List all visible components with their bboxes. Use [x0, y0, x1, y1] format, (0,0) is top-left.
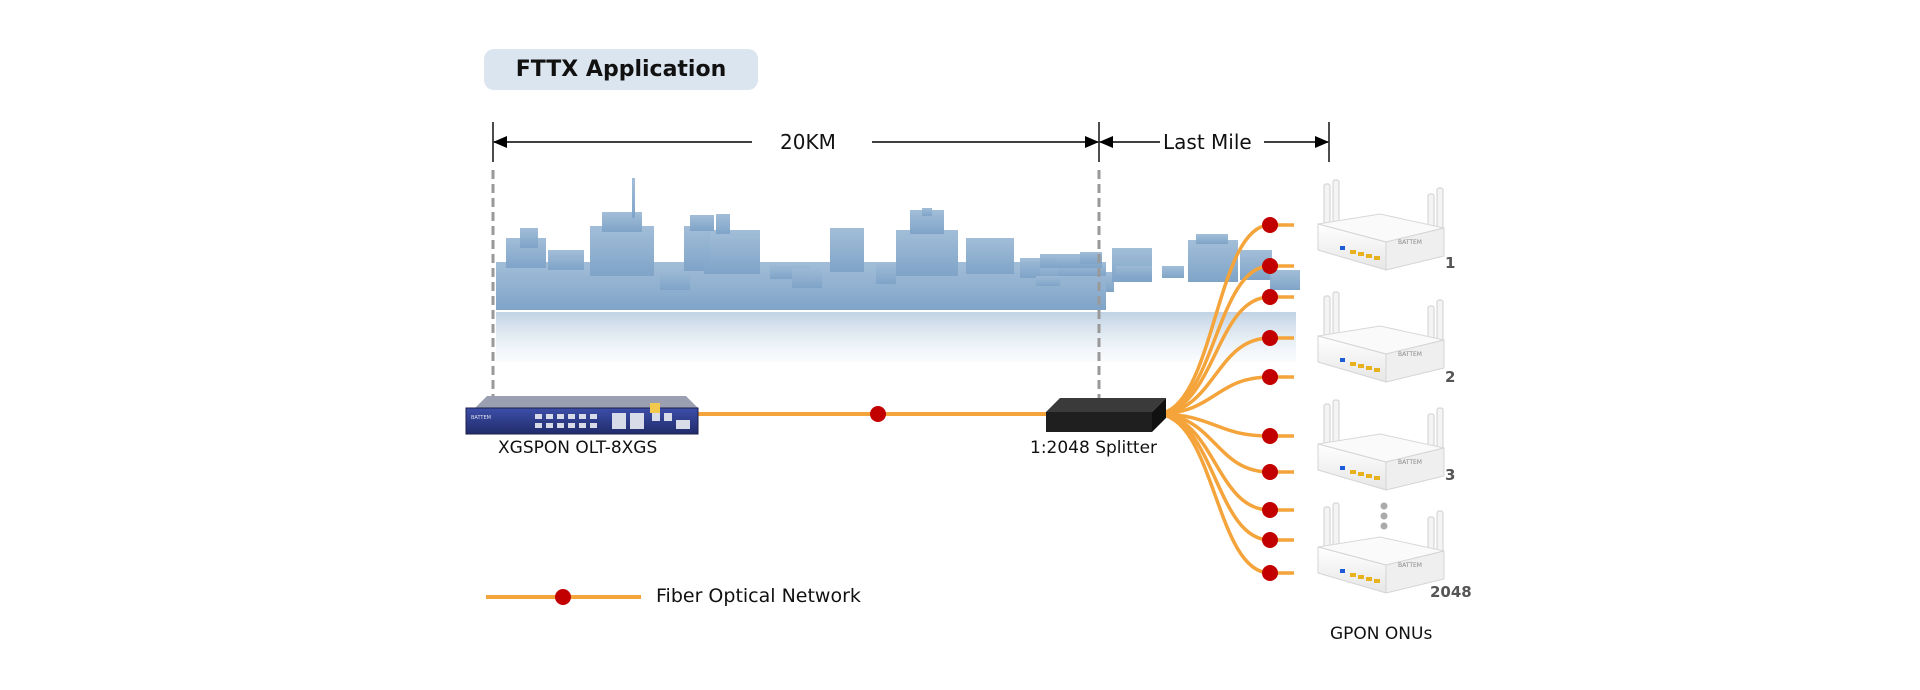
olt-device: BATTEM	[465, 396, 699, 435]
onu-number-2: 2	[1445, 368, 1456, 386]
onu-connector	[1262, 369, 1278, 385]
fiber-branch	[1155, 412, 1294, 575]
onu-connector	[1262, 258, 1278, 274]
legend	[486, 589, 641, 605]
onus-label: GPON ONUs	[1330, 624, 1433, 644]
onu-connector	[1262, 428, 1278, 444]
city-skyline	[496, 178, 1300, 362]
fiber-branch	[1155, 223, 1294, 416]
ellipsis-dots	[1380, 502, 1388, 530]
onu-connector	[1262, 289, 1278, 305]
onu-connector	[1262, 217, 1278, 233]
onu-routers: BATTEM BATTEM	[1317, 179, 1445, 594]
legend-connector	[555, 589, 571, 605]
fiber-branch	[1155, 295, 1294, 416]
onu-connector	[1262, 464, 1278, 480]
fiber-fan	[1155, 217, 1294, 581]
onu-number-3: 3	[1445, 466, 1456, 484]
onu-router: BATTEM	[1317, 179, 1445, 271]
dimension-guides	[491, 122, 1330, 402]
onu-router: BATTEM	[1317, 399, 1445, 491]
last-mile-label: Last Mile	[1163, 130, 1252, 154]
diagram-title: FTTX Application	[484, 49, 758, 90]
onu-connector	[1262, 502, 1278, 518]
splitter-label: 1:2048 Splitter	[1030, 438, 1158, 458]
trunk-connector	[870, 406, 886, 422]
olt-label: XGSPON OLT-8XGS	[498, 438, 658, 458]
onu-connector	[1262, 565, 1278, 581]
onu-connector	[1262, 330, 1278, 346]
legend-label: Fiber Optical Network	[656, 585, 861, 607]
splitter-device	[1046, 398, 1166, 432]
onu-brand-mark: BATTEM	[1398, 459, 1422, 466]
onu-number-2048: 2048	[1430, 583, 1472, 601]
onu-connector	[1262, 532, 1278, 548]
olt-badge: BATTEM	[471, 415, 491, 421]
title-text: FTTX Application	[515, 57, 727, 82]
onu-brand-mark: BATTEM	[1398, 239, 1422, 246]
onu-router: BATTEM	[1317, 502, 1445, 594]
onu-brand-mark: BATTEM	[1398, 562, 1422, 569]
onu-brand-mark: BATTEM	[1398, 351, 1422, 358]
onu-router: BATTEM	[1317, 291, 1445, 383]
fiber-branch	[1155, 336, 1294, 416]
onu-number-1: 1	[1445, 254, 1456, 272]
span-distance-label: 20KM	[780, 130, 836, 154]
